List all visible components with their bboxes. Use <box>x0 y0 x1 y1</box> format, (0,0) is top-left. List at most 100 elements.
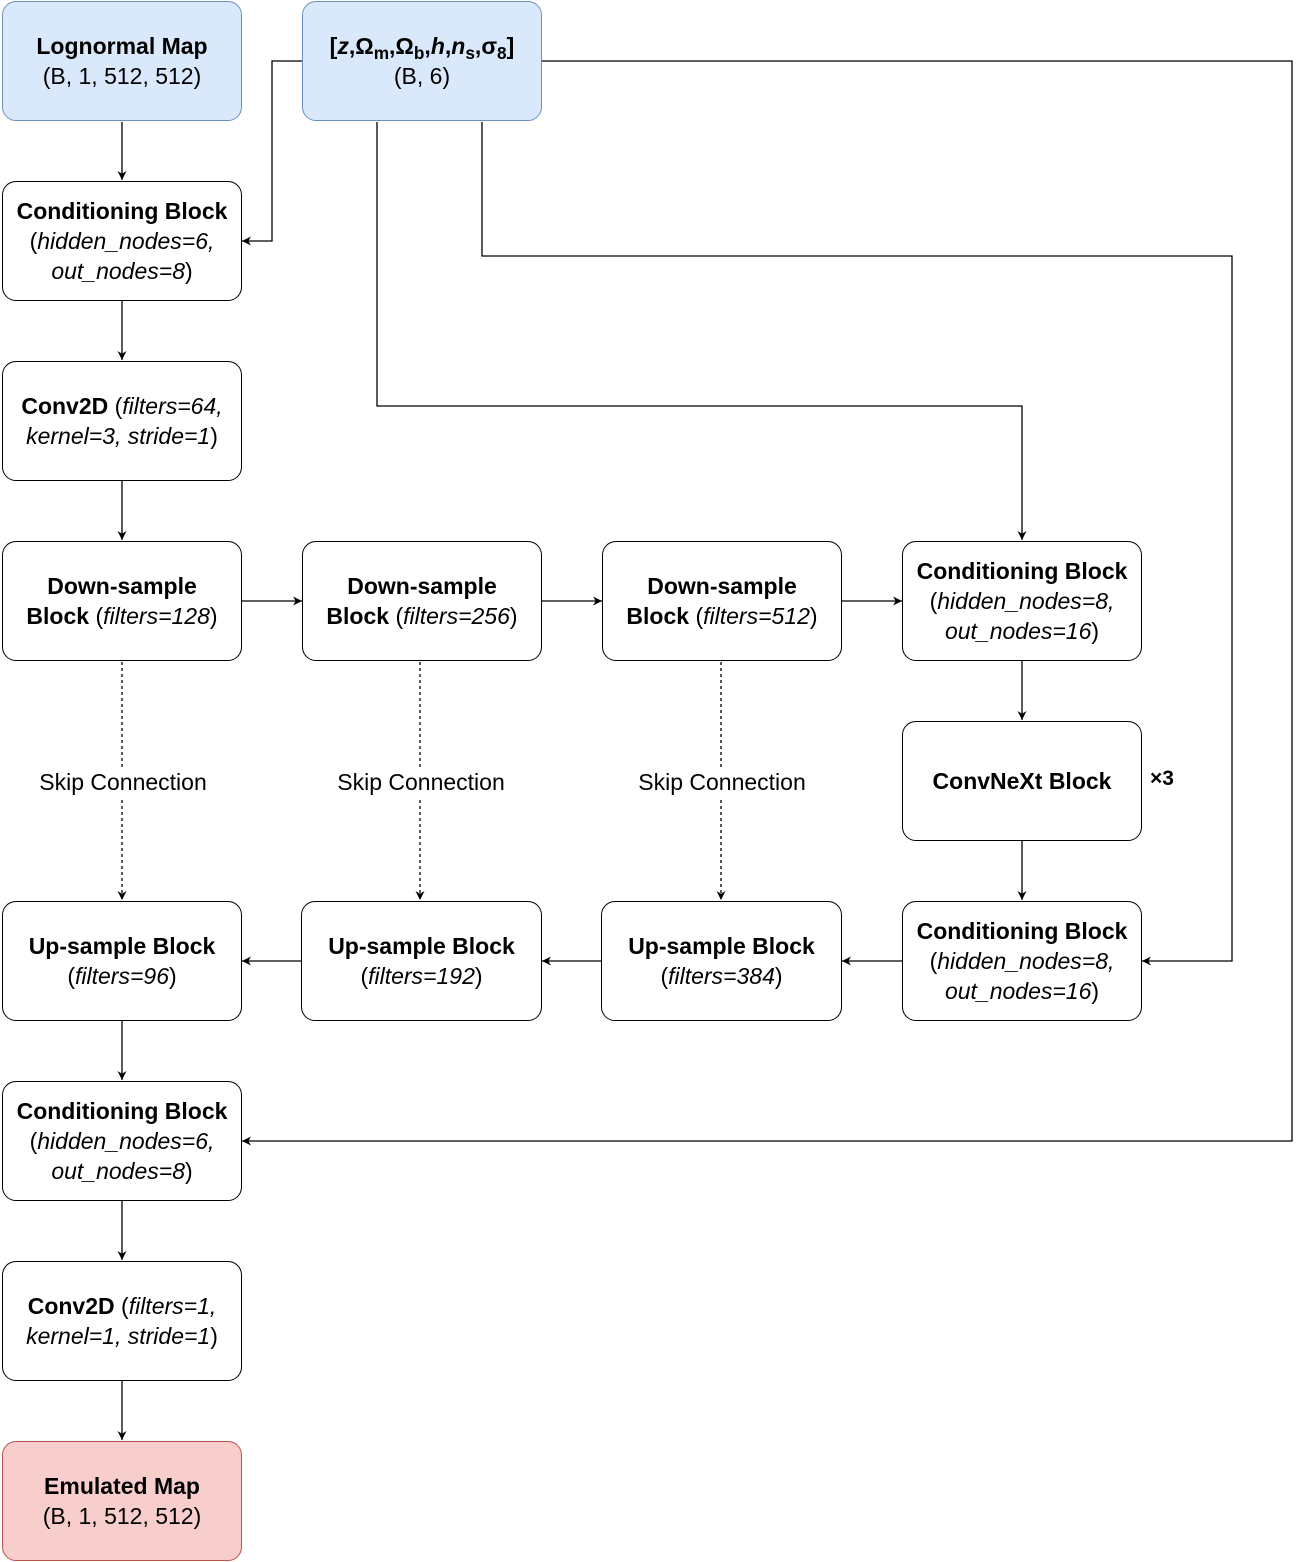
down-sample-block-1-line-2: Block (filters=128) <box>5 601 239 631</box>
edge-params-to-cond-mid-bot <box>481 122 1233 966</box>
paren-close: ) <box>209 603 218 629</box>
arg-hidden-nodes: hidden_nodes=8, <box>937 588 1115 614</box>
up-sample-block-1-title: Up-sample Block <box>28 933 216 959</box>
up-sample-block-3-args: (filters=384) <box>604 961 839 991</box>
arg-filters: filters=192 <box>368 963 475 989</box>
convnext-block-title: ConvNeXt Block <box>932 768 1112 794</box>
up-sample-block-1-args: (filters=96) <box>5 961 239 991</box>
paren-close: ) <box>210 1323 218 1349</box>
emulated-map-shape: (B, 1, 512, 512) <box>42 1503 202 1529</box>
conditioning-block-bottleneck-top: Conditioning Block (hidden_nodes=8, out_… <box>902 541 1142 661</box>
param-h: h <box>430 33 445 59</box>
paren-close: ) <box>184 1158 193 1184</box>
conditioning-block-bottleneck-bottom-args-2: out_nodes=16) <box>905 976 1139 1006</box>
arg-out-nodes: out_nodes=16 <box>944 978 1092 1004</box>
params-shape: (B, 6) <box>393 63 451 89</box>
param-z: z <box>337 33 349 59</box>
param-sigma-8: σ8 <box>481 33 506 62</box>
paren-open: ( <box>29 228 38 254</box>
conditioning-block-bottleneck-bottom-args: (hidden_nodes=8, <box>905 946 1139 976</box>
paren-open: ( <box>67 963 76 989</box>
conditioning-block-input-title: Conditioning Block <box>16 198 228 224</box>
skip-connection-label-1: Skip Connection <box>28 767 218 797</box>
param-n-s: ns <box>451 33 475 62</box>
conditioning-block-output-title: Conditioning Block <box>16 1098 228 1124</box>
params-sep: , <box>474 33 482 59</box>
up-sample-block-1: Up-sample Block (filters=96) <box>2 901 242 1021</box>
paren-open: ( <box>389 603 404 629</box>
edge-params-to-cond-out <box>242 60 1293 1146</box>
block-word: Block <box>626 603 690 629</box>
down-sample-block-3-title: Down-sample <box>647 573 797 599</box>
arg-kernel-stride: kernel=1, stride=1 <box>26 1323 211 1349</box>
conditioning-block-output: Conditioning Block (hidden_nodes=6, out_… <box>2 1081 242 1201</box>
paren-open: ( <box>114 1293 129 1319</box>
up-sample-block-2-args: (filters=192) <box>304 961 539 991</box>
conditioning-block-bottleneck-top-args-2: out_nodes=16) <box>905 616 1139 646</box>
paren-open: ( <box>929 588 938 614</box>
up-sample-block-2-title: Up-sample Block <box>328 933 515 959</box>
params-node: [z,Ωm,Ωb,h,ns,σ8] (B, 6) <box>302 1 542 121</box>
paren-close: ) <box>474 963 483 989</box>
param-omega-b: Ωb <box>395 33 424 62</box>
paren-open: ( <box>89 603 104 629</box>
params-sep: , <box>348 33 356 59</box>
arg-filters: filters=512 <box>703 603 810 629</box>
params-sep: , <box>389 33 396 59</box>
conditioning-block-input: Conditioning Block (hidden_nodes=6, out_… <box>2 181 242 301</box>
paren-open: ( <box>360 963 369 989</box>
arg-out-nodes: out_nodes=8 <box>51 258 185 284</box>
up-sample-block-3-title: Up-sample Block <box>628 933 815 959</box>
lognormal-map-shape: (B, 1, 512, 512) <box>42 63 202 89</box>
conditioning-block-bottleneck-bottom: Conditioning Block (hidden_nodes=8, out_… <box>902 901 1142 1021</box>
paren-close: ) <box>210 423 218 449</box>
conv2d-output-title: Conv2D <box>27 1293 115 1319</box>
params-sep: , <box>444 33 452 59</box>
arg-hidden-nodes: hidden_nodes=8, <box>937 948 1115 974</box>
paren-close: ) <box>774 963 783 989</box>
arg-filters: filters=96 <box>75 963 169 989</box>
conditioning-block-output-args-2: out_nodes=8) <box>5 1156 239 1186</box>
paren-close: ) <box>168 963 177 989</box>
down-sample-block-2-line-2: Block (filters=256) <box>305 601 539 631</box>
params-vector: [z,Ωm,Ωb,h,ns,σ8] <box>305 31 539 62</box>
arg-out-nodes: out_nodes=16 <box>944 618 1092 644</box>
down-sample-block-1-title: Down-sample <box>47 573 197 599</box>
down-sample-block-3-line-2: Block (filters=512) <box>605 601 839 631</box>
paren-close: ) <box>1091 978 1100 1004</box>
conv2d-output: Conv2D (filters=1, kernel=1, stride=1) <box>2 1261 242 1381</box>
arg-filters: filters=128 <box>103 603 210 629</box>
block-word: Block <box>26 603 90 629</box>
params-sep: , <box>424 33 431 59</box>
param-omega-b-sub: b <box>413 43 425 64</box>
paren-close: ) <box>184 258 193 284</box>
arg-filters: filters=1, <box>128 1293 217 1319</box>
emulated-map-title: Emulated Map <box>44 1473 200 1499</box>
paren-open: ( <box>108 393 123 419</box>
arg-filters: filters=256 <box>403 603 510 629</box>
param-sigma-8-sub: 8 <box>497 43 507 64</box>
params-open-bracket: [ <box>329 33 338 59</box>
conv2d-input-title: Conv2D <box>21 393 109 419</box>
param-sigma-8-symbol: σ <box>481 33 498 59</box>
param-omega-m-symbol: Ω <box>355 33 374 59</box>
params-close-bracket: ] <box>506 33 515 59</box>
conv2d-input: Conv2D (filters=64, kernel=3, stride=1) <box>2 361 242 481</box>
conditioning-block-bottleneck-top-args: (hidden_nodes=8, <box>905 586 1139 616</box>
skip-connection-label-2: Skip Connection <box>326 767 516 797</box>
down-sample-block-3: Down-sample Block (filters=512) <box>602 541 842 661</box>
param-omega-m: Ωm <box>355 33 389 62</box>
down-sample-block-2-title: Down-sample <box>347 573 497 599</box>
skip-connection-label-3: Skip Connection <box>627 767 817 797</box>
paren-open: ( <box>689 603 704 629</box>
paren-close: ) <box>809 603 818 629</box>
arg-hidden-nodes: hidden_nodes=6, <box>37 228 215 254</box>
conditioning-block-bottleneck-bottom-title: Conditioning Block <box>916 918 1128 944</box>
up-sample-block-2: Up-sample Block (filters=192) <box>301 901 542 1021</box>
paren-open: ( <box>929 948 938 974</box>
lognormal-map-title: Lognormal Map <box>36 33 208 59</box>
convnext-repeat-label: ×3 <box>1150 767 1174 790</box>
param-omega-m-sub: m <box>373 43 390 64</box>
conv2d-output-line-1: Conv2D (filters=1, <box>5 1291 239 1321</box>
arg-kernel-stride: kernel=3, stride=1 <box>26 423 211 449</box>
